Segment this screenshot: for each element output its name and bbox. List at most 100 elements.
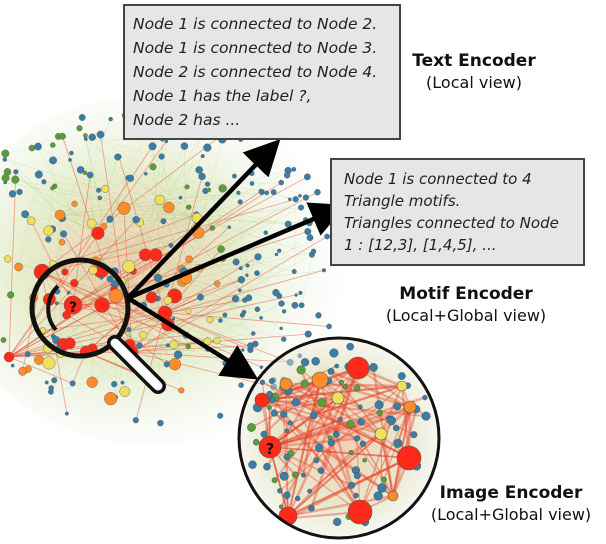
- network-node: [304, 173, 311, 181]
- network-node: [291, 301, 299, 309]
- zoom-edge: [337, 397, 385, 481]
- network-node: [171, 317, 176, 321]
- zoom-edge: [287, 409, 410, 517]
- zoom-node: [353, 472, 361, 480]
- zoom-node: [380, 476, 387, 483]
- network-edge: [60, 353, 93, 383]
- network-node: [99, 275, 104, 280]
- network-edge: [164, 256, 259, 314]
- zoom-edge: [269, 408, 409, 448]
- network-node: [34, 142, 42, 151]
- zoom-node: [307, 488, 313, 494]
- network-edge: [177, 303, 282, 355]
- network-node: [106, 275, 114, 283]
- network-edge: [18, 217, 198, 268]
- zoom-node: [348, 481, 356, 489]
- network-node: [7, 291, 15, 299]
- network-node: [101, 184, 110, 193]
- zoom-node: [357, 404, 363, 410]
- network-node: [326, 323, 332, 330]
- network-node: [254, 270, 260, 276]
- network-node: [26, 216, 36, 226]
- network-node: [76, 125, 83, 132]
- network-node: [88, 133, 96, 141]
- network-node: [163, 296, 173, 305]
- network-node: [91, 226, 105, 240]
- network-node: [218, 318, 223, 323]
- network-edge: [84, 137, 93, 173]
- zoom-node: [327, 368, 335, 375]
- network-edge: [159, 199, 241, 291]
- network-edge: [7, 171, 92, 224]
- zoom-edge: [359, 409, 410, 513]
- network-node: [200, 154, 205, 159]
- network-node: [34, 170, 43, 179]
- network-node: [149, 248, 163, 262]
- network-node: [306, 234, 314, 241]
- zoomed-graph-image: ?: [237, 336, 441, 540]
- network-edge: [251, 182, 282, 184]
- network-node: [198, 172, 206, 181]
- network-edge: [5, 153, 61, 216]
- magnifier-icon: ?: [29, 257, 166, 394]
- text-encoder-line: Node 2 has ...: [133, 111, 241, 129]
- network-node: [241, 309, 247, 315]
- network-edge: [80, 169, 133, 353]
- zoom-node: [392, 424, 400, 432]
- zoom-node: [397, 372, 406, 380]
- network-node: [41, 179, 47, 185]
- network-node: [278, 179, 285, 186]
- zoom-node: [295, 495, 301, 502]
- network-edge: [301, 251, 314, 306]
- network-node: [209, 225, 216, 231]
- zoom-node: [284, 428, 290, 433]
- network-edge: [92, 298, 158, 383]
- zoom-edge: [261, 398, 358, 440]
- network-node: [252, 340, 259, 348]
- network-node: [168, 358, 182, 371]
- zoom-edge: [287, 379, 321, 517]
- zoom-node: [333, 517, 342, 527]
- network-node: [97, 195, 103, 201]
- network-edge: [135, 312, 166, 421]
- network-node: [83, 137, 88, 141]
- zoom-edge: [339, 418, 394, 497]
- network-edge: [115, 382, 123, 398]
- network-node: [66, 290, 71, 295]
- network-node: [69, 150, 74, 156]
- network-node: [238, 382, 244, 388]
- zoom-node: [353, 384, 361, 392]
- zoom-node: [337, 416, 343, 422]
- network-node: [217, 245, 225, 253]
- network-node: [139, 331, 148, 340]
- network-node: [259, 316, 263, 320]
- network-edge: [7, 258, 117, 297]
- zoom-edge: [318, 447, 361, 513]
- network-node: [76, 166, 85, 174]
- network-node: [21, 210, 30, 219]
- network-edge: [59, 214, 133, 353]
- network-edge: [131, 254, 313, 353]
- network-edge: [15, 171, 61, 216]
- network-node: [173, 350, 183, 359]
- zoom-edge: [380, 433, 394, 497]
- network-node: [206, 187, 211, 192]
- network-edge: [240, 176, 308, 269]
- network-node: [120, 380, 125, 385]
- network-edges: [4, 114, 330, 421]
- network-edge: [85, 135, 200, 171]
- zoom-edge: [269, 446, 410, 459]
- network-edge: [84, 119, 111, 173]
- motif-encoder-line: 1 : [12,3], [1,4,5], ...: [344, 236, 497, 254]
- network-node: [236, 190, 241, 195]
- arrow-to-text-encoder: [126, 139, 281, 300]
- network-node: [114, 153, 122, 161]
- network-node: [270, 189, 277, 196]
- network-edge: [59, 214, 144, 306]
- zoom-edge: [269, 397, 339, 448]
- network-node: [245, 263, 250, 268]
- network-edge: [188, 310, 284, 340]
- zoom-node: [373, 491, 383, 501]
- network-node: [83, 133, 88, 138]
- network-node: [185, 343, 191, 350]
